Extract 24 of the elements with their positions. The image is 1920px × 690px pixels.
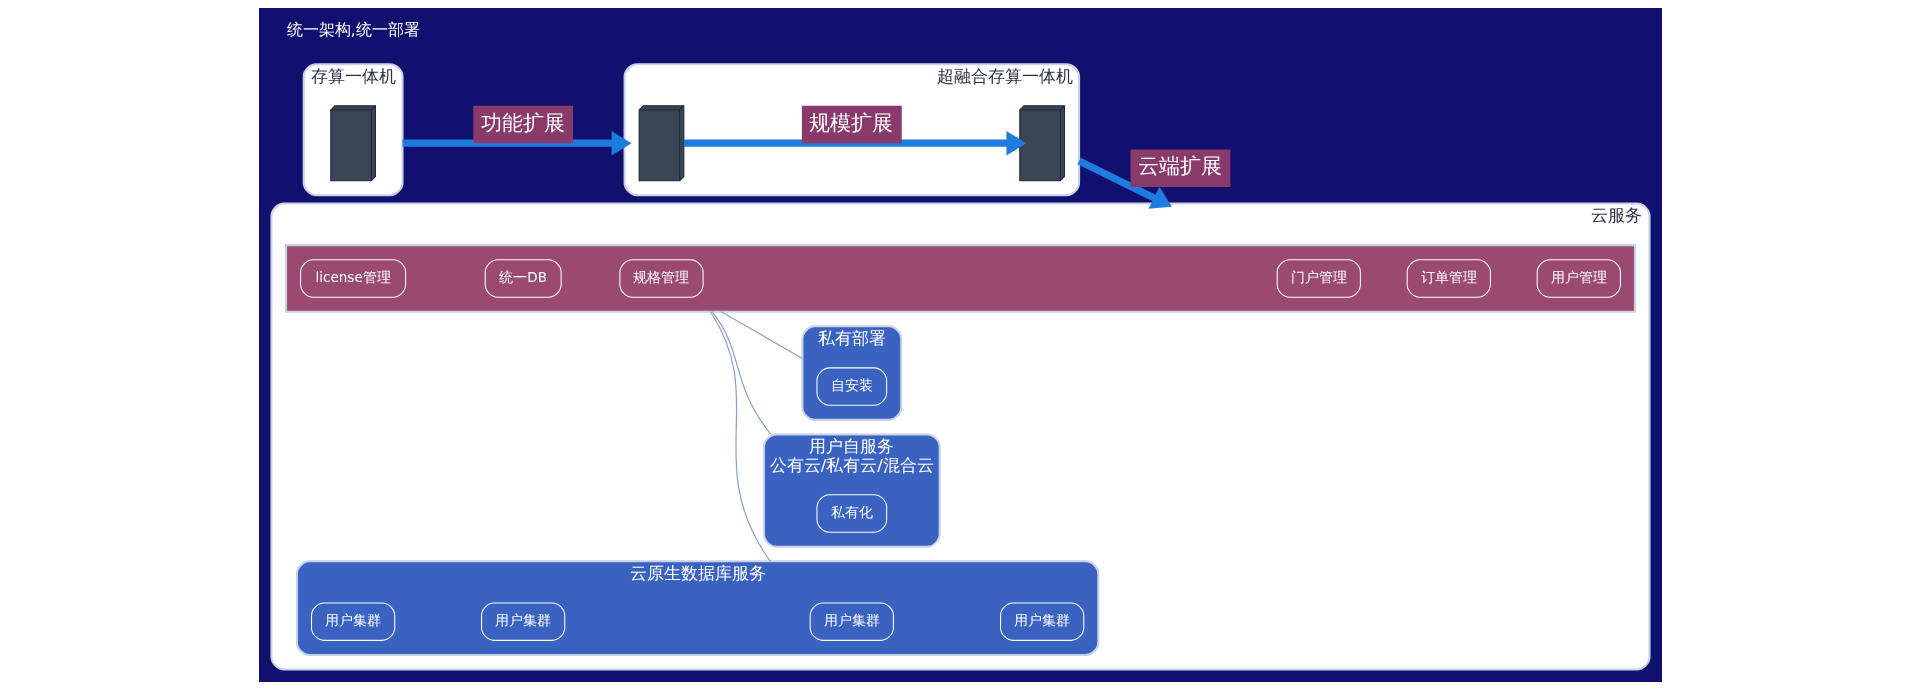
edge-label: 云端扩展 bbox=[1137, 154, 1222, 179]
label: 统一架构,统一部署 bbox=[286, 20, 420, 39]
arrow bbox=[402, 131, 632, 156]
cluster bbox=[284, 244, 1636, 313]
connector bbox=[711, 311, 772, 436]
node-box: 规格管理 bbox=[618, 259, 704, 298]
arrow bbox=[683, 131, 1026, 156]
arrow bbox=[1076, 157, 1172, 209]
node-box: 统一DB bbox=[484, 259, 562, 298]
node-box: 私有化 bbox=[815, 494, 887, 533]
cluster: 存算一体机 bbox=[302, 63, 404, 197]
node-box: 门户管理 bbox=[1276, 259, 1361, 298]
node-box: 用户集群 bbox=[999, 602, 1084, 641]
edge-label: 规模扩展 bbox=[808, 110, 893, 135]
node-box: 用户集群 bbox=[480, 602, 565, 641]
node-box: 用户集群 bbox=[809, 602, 894, 641]
node-box: 自安装 bbox=[815, 367, 887, 406]
node-box: 用户管理 bbox=[1536, 259, 1621, 298]
connector bbox=[709, 311, 771, 562]
node-box: 用户集群 bbox=[310, 602, 395, 641]
node-box: license管理 bbox=[299, 259, 406, 298]
connector bbox=[720, 311, 803, 360]
edge-label: 功能扩展 bbox=[480, 110, 565, 135]
node-box: 订单管理 bbox=[1406, 259, 1491, 298]
